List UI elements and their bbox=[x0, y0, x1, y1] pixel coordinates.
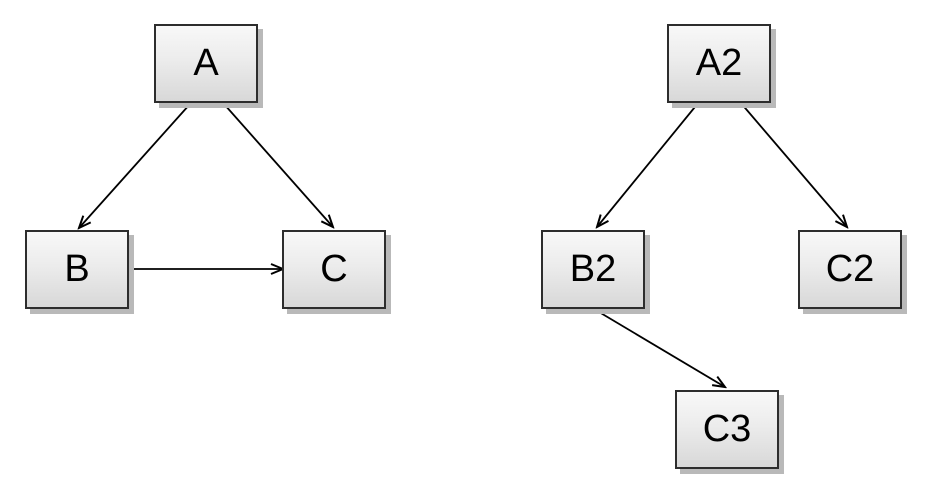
node-B-label: B bbox=[64, 248, 90, 290]
edge-A-to-B[interactable] bbox=[79, 103, 191, 228]
node-B2-label: B2 bbox=[569, 248, 617, 290]
node-A-label: A bbox=[193, 42, 219, 84]
node-C2-label: C2 bbox=[825, 248, 875, 290]
node-C3[interactable]: C3 bbox=[675, 390, 779, 469]
node-C2[interactable]: C2 bbox=[798, 230, 902, 309]
node-A2-label: A2 bbox=[695, 42, 743, 84]
edge-A2-to-C2[interactable] bbox=[739, 101, 847, 227]
edge-B2-to-C3[interactable] bbox=[593, 308, 725, 387]
node-B[interactable]: B bbox=[25, 230, 129, 309]
edge-A2-to-B2[interactable] bbox=[597, 101, 700, 227]
node-B2[interactable]: B2 bbox=[541, 230, 645, 309]
node-A[interactable]: A bbox=[154, 24, 258, 103]
node-C[interactable]: C bbox=[282, 230, 386, 309]
node-C3-label: C3 bbox=[702, 408, 752, 450]
node-A2[interactable]: A2 bbox=[667, 24, 771, 103]
node-C-label: C bbox=[320, 248, 348, 290]
edge-A-to-C[interactable] bbox=[223, 103, 333, 227]
